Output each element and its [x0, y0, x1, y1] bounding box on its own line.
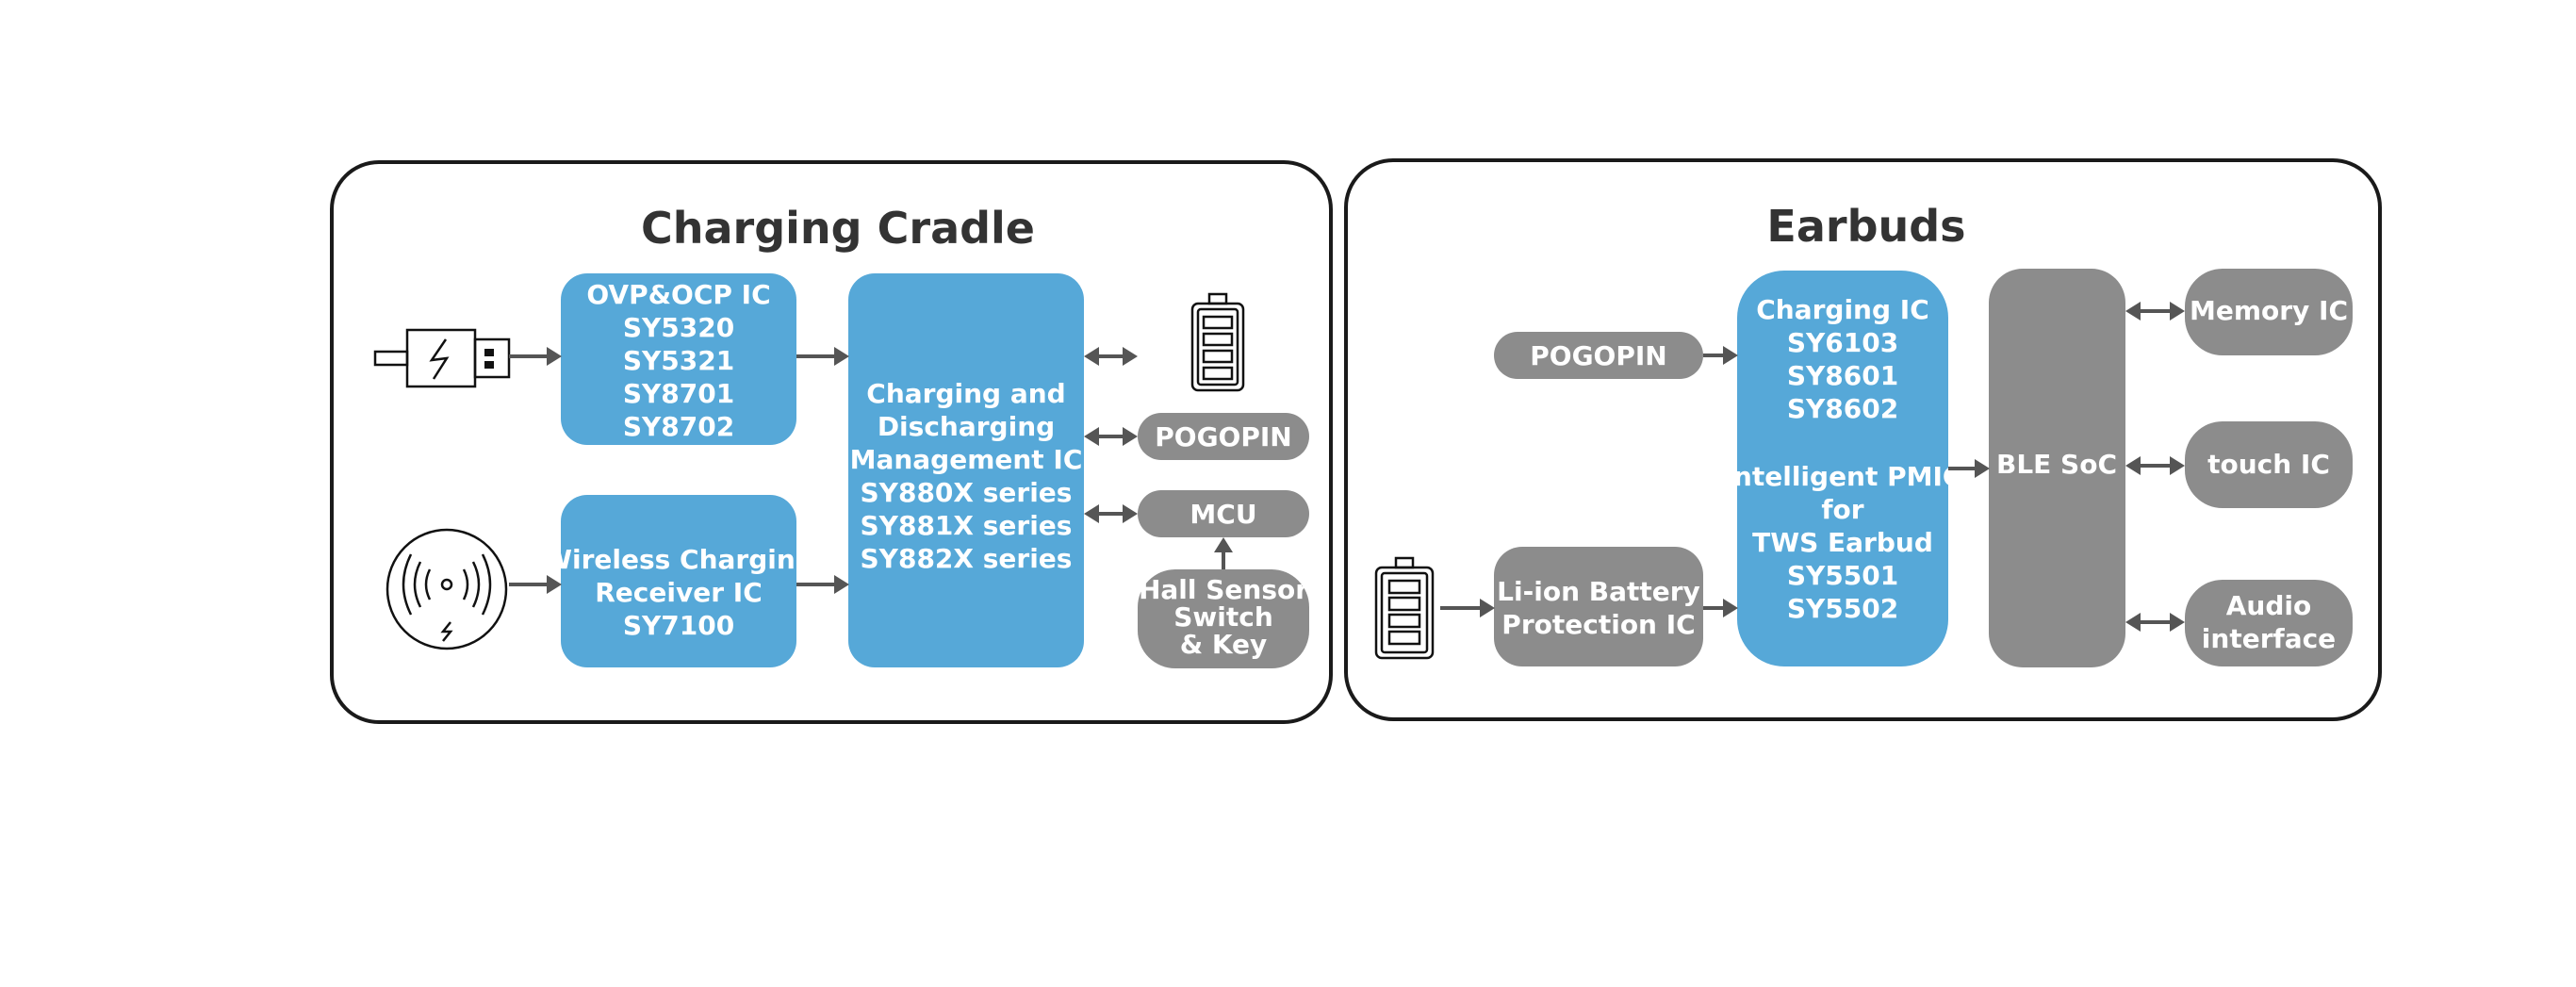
touch-label: touch IC [2207, 449, 2330, 480]
charging-management-ic-box: Charging and Discharging Management IC S… [848, 273, 1084, 667]
ovp-line-3: SY5321 [623, 345, 734, 376]
charging-pmic-box: Charging IC SY6103 SY8601 SY8602 Intelli… [1724, 271, 1962, 666]
wireless-charging-receiver-box: Wireless Charging Receiver IC SY7100 [543, 495, 814, 667]
earbuds-pogopin-box: POGOPIN [1494, 332, 1703, 379]
cradle-connectors [509, 347, 1233, 594]
cradle-pogopin-label: POGOPIN [1155, 421, 1291, 452]
ovp-line-1: OVP&OCP IC [586, 279, 770, 310]
wireless-line-1: Wireless Charging [543, 544, 814, 575]
battery-protection-ic-box: Li-ion Battery Protection IC [1494, 547, 1703, 666]
ble-label: BLE SoC [1996, 449, 2117, 480]
memory-label: Memory IC [2190, 295, 2348, 326]
earbuds-pogopin-label: POGOPIN [1530, 340, 1666, 371]
battery-icon [1190, 292, 1245, 392]
memory-ic-box: Memory IC [2185, 269, 2353, 355]
earbuds-panel: Earbuds POGOPIN Li-ion Battery Protectio… [1344, 158, 2382, 721]
mgmt-line-1: Charging and [866, 378, 1065, 409]
charging-line-8: TWS Earbud [1752, 527, 1933, 558]
wireless-charger-icon [386, 528, 508, 650]
audio-line-2: interface [2202, 623, 2336, 654]
mgmt-line-5: SY881X series [861, 510, 1073, 541]
mgmt-line-3: Management IC [850, 444, 1083, 475]
mgmt-line-2: Discharging [878, 411, 1055, 442]
battery-icon [1374, 556, 1435, 660]
hall-line-3: & Key [1180, 629, 1268, 660]
earbuds-connectors [1440, 302, 2185, 632]
wireless-line-3: SY7100 [623, 610, 734, 641]
charging-line-2: SY6103 [1787, 327, 1898, 358]
wireless-line-2: Receiver IC [595, 577, 763, 608]
mgmt-line-4: SY880X series [861, 477, 1073, 508]
hall-sensor-box: Hall Sensor Switch & Key [1138, 569, 1309, 668]
charging-line-3: SY8601 [1787, 360, 1898, 391]
charging-line-6: Intelligent PMIC [1724, 461, 1962, 492]
ovp-line-4: SY8701 [623, 378, 734, 409]
charging-line-7: for [1821, 494, 1863, 525]
touch-ic-box: touch IC [2185, 421, 2353, 508]
hall-line-1: Hall Sensor [1139, 574, 1308, 605]
ovp-ocp-ic-box: OVP&OCP IC SY5320 SY5321 SY8701 SY8702 [561, 273, 796, 445]
protection-line-2: Protection IC [1501, 609, 1695, 640]
protection-line-1: Li-ion Battery [1497, 576, 1700, 607]
ovp-line-5: SY8702 [623, 411, 734, 442]
hall-line-2: Switch [1173, 601, 1273, 633]
charging-line-1: Charging IC [1756, 294, 1929, 325]
mgmt-line-6: SY882X series [861, 543, 1073, 574]
usb-plug-icon [373, 328, 511, 388]
charging-line-4: SY8602 [1787, 393, 1898, 424]
ovp-line-2: SY5320 [623, 312, 734, 343]
mcu-label: MCU [1190, 499, 1256, 530]
earbuds-title: Earbuds [1766, 201, 1965, 252]
audio-interface-box: Audio interface [2185, 580, 2353, 666]
charging-line-9: SY5501 [1787, 560, 1898, 591]
mcu-box: MCU [1138, 490, 1309, 537]
ble-soc-box: BLE SoC [1989, 269, 2125, 667]
audio-line-1: Audio [2226, 590, 2311, 621]
cradle-title: Charging Cradle [641, 203, 1035, 254]
charging-line-10: SY5502 [1787, 593, 1898, 624]
charging-cradle-panel: Charging Cradle [330, 160, 1333, 724]
cradle-pogopin-box: POGOPIN [1138, 413, 1309, 460]
